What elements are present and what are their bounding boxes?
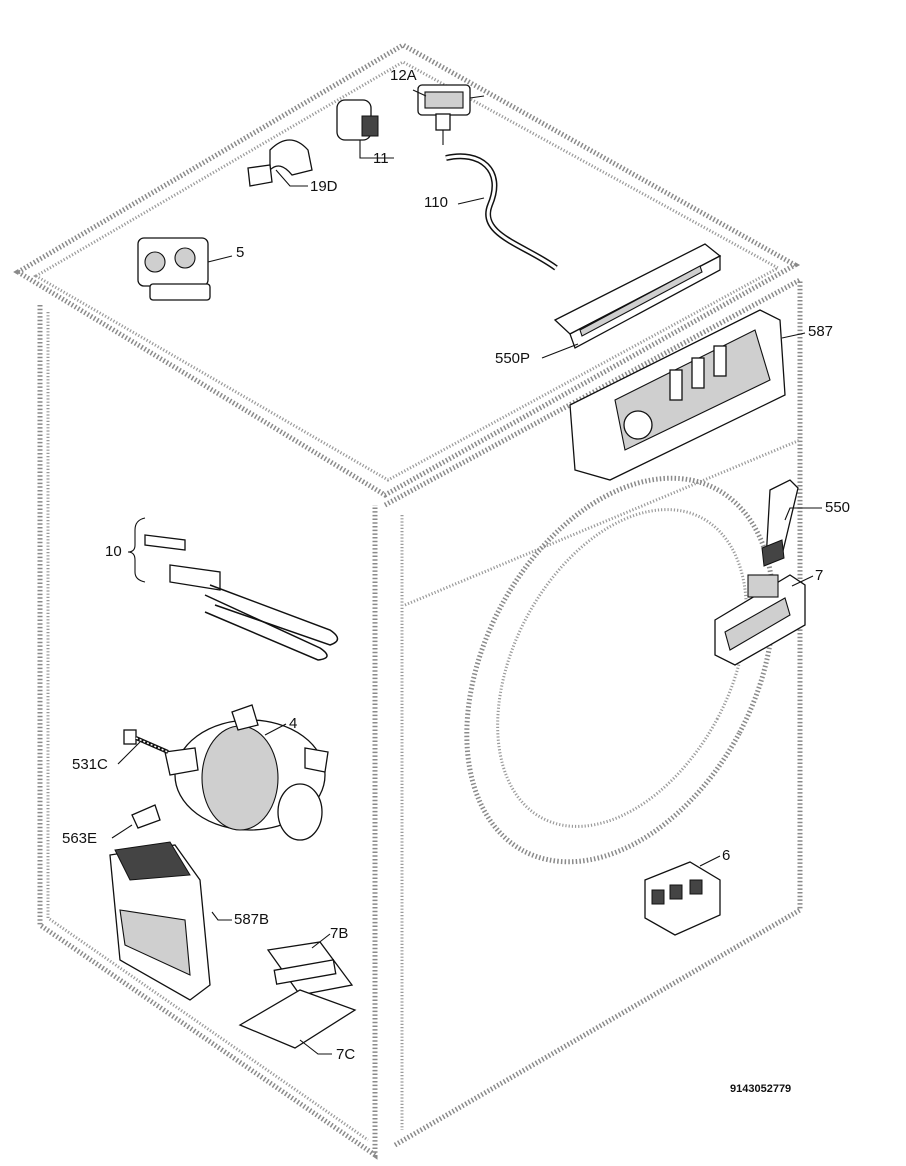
callout-label-7b: 7B <box>330 925 349 942</box>
part-587-control-module <box>569 309 786 481</box>
document-code: 9143052779 <box>730 1083 792 1095</box>
part-550-handle <box>761 479 799 567</box>
part-587b-motor-control-board <box>109 841 211 1001</box>
callout-label-6: 6 <box>722 847 731 864</box>
callout-label-10: 10 <box>105 543 122 560</box>
callout-label-550p: 550P <box>495 350 531 367</box>
callout-label-587b: 587B <box>234 911 270 928</box>
callout-label-4: 4 <box>289 715 298 732</box>
callout-label-5: 5 <box>236 244 245 261</box>
part-563e-clip <box>131 804 161 829</box>
part-19d-bracket <box>247 139 313 187</box>
callout-label-531c: 531C <box>72 756 108 773</box>
part-531c-screw <box>123 729 169 754</box>
part-7-door-lock <box>714 574 806 666</box>
part-10-heating-element <box>144 534 339 661</box>
door-porthole <box>464 475 776 865</box>
part-12a-pressure-switch <box>417 84 485 145</box>
callout-label-587: 587 <box>808 323 834 340</box>
part-5-inlet-valve <box>137 237 211 301</box>
callout-label-7c: 7C <box>336 1046 356 1063</box>
part-4-motor <box>164 704 329 841</box>
washing-machine-cabinet <box>13 42 803 1160</box>
part-110-hose <box>445 153 558 271</box>
callout-label-7: 7 <box>815 567 824 584</box>
callout-label-563e: 563E <box>62 830 98 847</box>
callout-label-11: 11 <box>373 150 389 167</box>
part-7b-7c-bracket <box>238 941 357 1049</box>
callout-label-19d: 19D <box>310 178 338 195</box>
callout-leaders <box>111 89 822 1055</box>
callout-label-550: 550 <box>825 499 851 516</box>
part-550p-dispenser-panel <box>553 243 722 349</box>
callout-label-110: 110 <box>424 194 448 211</box>
callout-label-12a: 12A <box>390 67 417 84</box>
part-6-connector <box>644 861 721 936</box>
part-11-filter <box>336 99 379 141</box>
